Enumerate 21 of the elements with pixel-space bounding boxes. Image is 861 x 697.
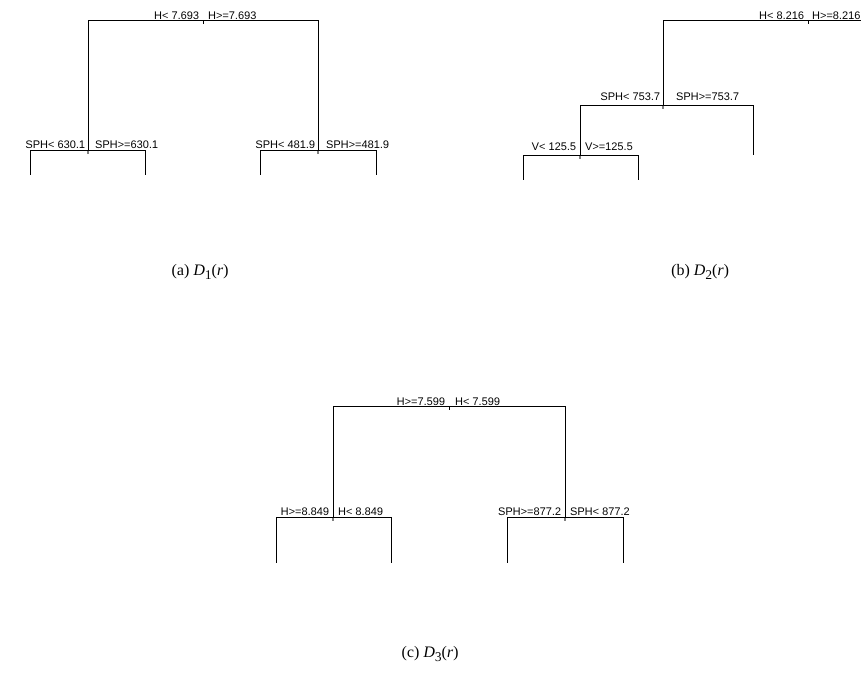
split-label: SPH< 481.9 <box>255 139 315 151</box>
caption: (c) D$_{3}$(r) <box>402 644 458 666</box>
split-label: H< 7.693 <box>154 10 199 22</box>
caption: (b) D$_{2}$(r) <box>671 262 729 284</box>
split-label: H>=8.216 <box>812 10 860 22</box>
split-label: H>=7.599 <box>396 396 445 408</box>
split-label: V>=125.5 <box>585 141 633 153</box>
split-label: H< 8.849 <box>338 506 383 518</box>
split-label: SPH< 877.2 <box>570 506 630 518</box>
split-label: SPH< 753.7 <box>600 91 660 103</box>
split-label: H< 7.599 <box>455 396 500 408</box>
split-label: SPH< 630.1 <box>25 139 85 151</box>
split-label: V< 125.5 <box>532 141 576 153</box>
split-label: H< 8.216 <box>759 10 804 22</box>
split-label: SPH>=877.2 <box>498 506 561 518</box>
split-label: H>=8.849 <box>280 506 329 518</box>
split-label: SPH>=753.7 <box>676 91 739 103</box>
split-label: SPH>=481.9 <box>326 139 389 151</box>
caption: (a) D$_{1}$(r) <box>172 262 228 284</box>
split-label: SPH>=630.1 <box>95 139 158 151</box>
split-label: H>=7.693 <box>208 10 256 22</box>
